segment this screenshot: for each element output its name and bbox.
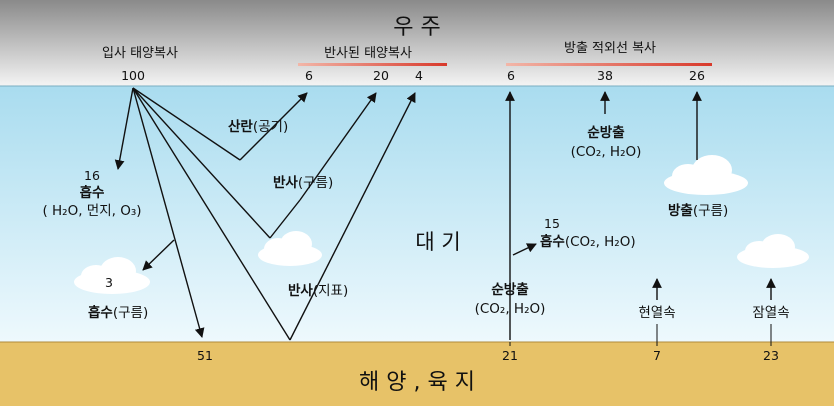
outgoing-bar: [506, 63, 712, 66]
reflected-title: 반사된 태양복사: [324, 46, 412, 61]
label-net-emit-surface: 순방출: [491, 281, 528, 298]
label-latent-heat: 잠열속: [752, 305, 789, 321]
surface-value-sensible: 7: [653, 348, 661, 363]
label-reflect-ground: 반사(지표): [288, 282, 348, 299]
incoming-title: 입사 태양복사: [102, 46, 178, 61]
incoming-value: 100: [121, 68, 145, 83]
label-reflect-cloud: 반사(구름): [273, 174, 333, 191]
surface-value-net-emit: 21: [502, 348, 518, 363]
outgoing-surface-value: 6: [507, 68, 515, 83]
reflected-cloud-value: 20: [373, 68, 389, 83]
absorb-co2-value: 15: [544, 216, 560, 231]
absorb-cloud-value: 3: [105, 275, 113, 290]
label-net-emit-top: 순방출: [587, 124, 624, 141]
atmosphere-title: 대 기: [415, 230, 460, 254]
label-scatter: 산란(공기): [228, 118, 288, 135]
surface-title: 해 양 , 육 지: [359, 370, 475, 395]
outgoing-cloud-value: 26: [689, 68, 705, 83]
surface-value-absorbed: 51: [197, 348, 213, 363]
reflected-ground-value: 4: [415, 68, 423, 83]
outgoing-atmosphere-value: 38: [597, 68, 613, 83]
space-title: 우 주: [393, 15, 440, 40]
label-absorb-gas-detail: ( H₂O, 먼지, O₃): [42, 203, 141, 219]
label-absorb-co2: 흡수(CO₂, H₂O): [540, 233, 636, 250]
reflected-bar: [298, 63, 447, 66]
label-net-emit-top-detail: (CO₂, H₂O): [571, 144, 642, 160]
label-emit-cloud: 방출(구름): [668, 202, 728, 219]
reflected-scatter-value: 6: [305, 68, 313, 83]
outgoing-title: 방출 적외선 복사: [564, 41, 656, 56]
label-absorb-gas: 흡수: [80, 184, 105, 201]
label-net-emit-surface-detail: (CO₂, H₂O): [475, 301, 546, 317]
absorb-gas-value: 16: [84, 168, 100, 183]
label-sensible-heat: 현열속: [638, 305, 675, 321]
surface-value-latent: 23: [763, 348, 779, 363]
label-absorb-cloud: 흡수(구름): [88, 304, 148, 321]
